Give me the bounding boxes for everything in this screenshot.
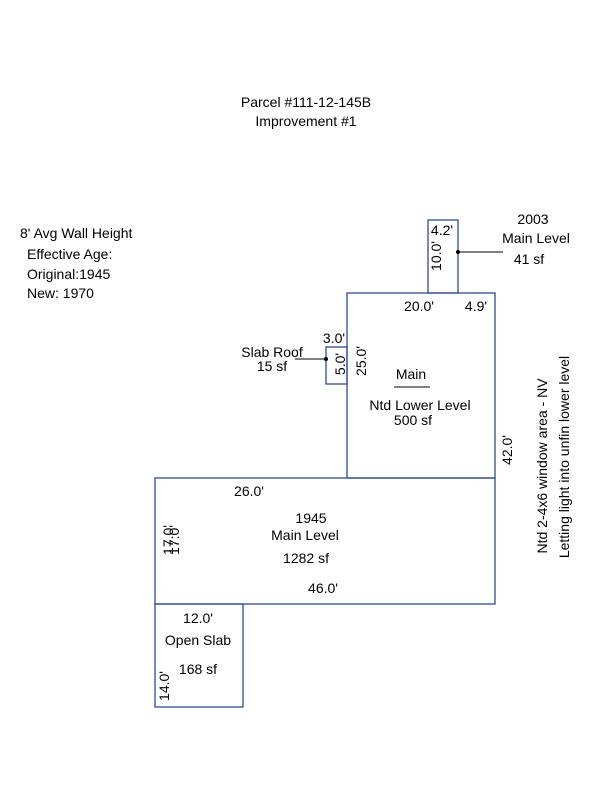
open-slab-depth-dim: 14.0' bbox=[156, 671, 172, 701]
main-lower-right-dim: 42.0' bbox=[499, 435, 515, 465]
addition-2003-name: Main Level bbox=[502, 230, 570, 246]
addition-2003-pointer-dot bbox=[456, 250, 460, 254]
parcel-number: Parcel #111-12-145B bbox=[241, 94, 371, 110]
slab-roof-name: Slab Roof bbox=[241, 344, 303, 360]
addition-2003-width-dim: 4.2' bbox=[431, 222, 453, 238]
main-lower-name: Main bbox=[396, 366, 426, 382]
main-1945-name: Main Level bbox=[271, 527, 339, 543]
main-1945-outline bbox=[154, 477, 496, 605]
main-1945-left-dim-b: 17.0' bbox=[166, 525, 182, 555]
main-1945-bottom-dim: 46.0' bbox=[308, 580, 338, 596]
slab-roof-width-dim: 3.0' bbox=[323, 330, 345, 346]
main-lower-outline bbox=[346, 292, 496, 479]
open-slab-size: 168 sf bbox=[179, 661, 217, 677]
main-1945-size: 1282 sf bbox=[283, 550, 329, 566]
addition-2003-year: 2003 bbox=[517, 211, 548, 227]
main-lower-size: 500 sf bbox=[394, 412, 432, 428]
effective-age-label: Effective Age: bbox=[27, 246, 112, 262]
main-lower-note: Ntd Lower Level bbox=[369, 397, 470, 413]
original-year-label: Original:1945 bbox=[27, 266, 110, 282]
improvement-number: Improvement #1 bbox=[255, 113, 356, 129]
window-area-note-line2: Letting light into unfin lower level bbox=[556, 356, 572, 558]
open-slab-outline bbox=[154, 603, 244, 708]
addition-2003-size: 41 sf bbox=[514, 251, 544, 267]
open-slab-name: Open Slab bbox=[165, 632, 231, 648]
slab-roof-size: 15 sf bbox=[257, 358, 287, 374]
main-lower-top-dim: 20.0' bbox=[404, 298, 434, 314]
wall-height-label: 8' Avg Wall Height bbox=[20, 225, 133, 241]
addition-2003-depth-dim: 10.0' bbox=[428, 241, 444, 271]
window-area-note-line1: Ntd 2-4x6 window area - NV bbox=[534, 378, 550, 554]
main-1945-top-dim: 26.0' bbox=[234, 483, 264, 499]
main-lower-left-dim: 25.0' bbox=[353, 346, 369, 376]
slab-roof-pointer-dot bbox=[324, 357, 328, 361]
open-slab-width-dim: 12.0' bbox=[183, 610, 213, 626]
main-1945-left-dim-a: 17.0' bbox=[160, 525, 176, 555]
main-1945-year: 1945 bbox=[295, 510, 326, 526]
slab-roof-depth-dim: 5.0' bbox=[332, 353, 348, 375]
slab-roof-outline bbox=[325, 346, 348, 385]
new-year-label: New: 1970 bbox=[27, 285, 94, 301]
main-lower-top-right-dim: 4.9' bbox=[465, 298, 487, 314]
